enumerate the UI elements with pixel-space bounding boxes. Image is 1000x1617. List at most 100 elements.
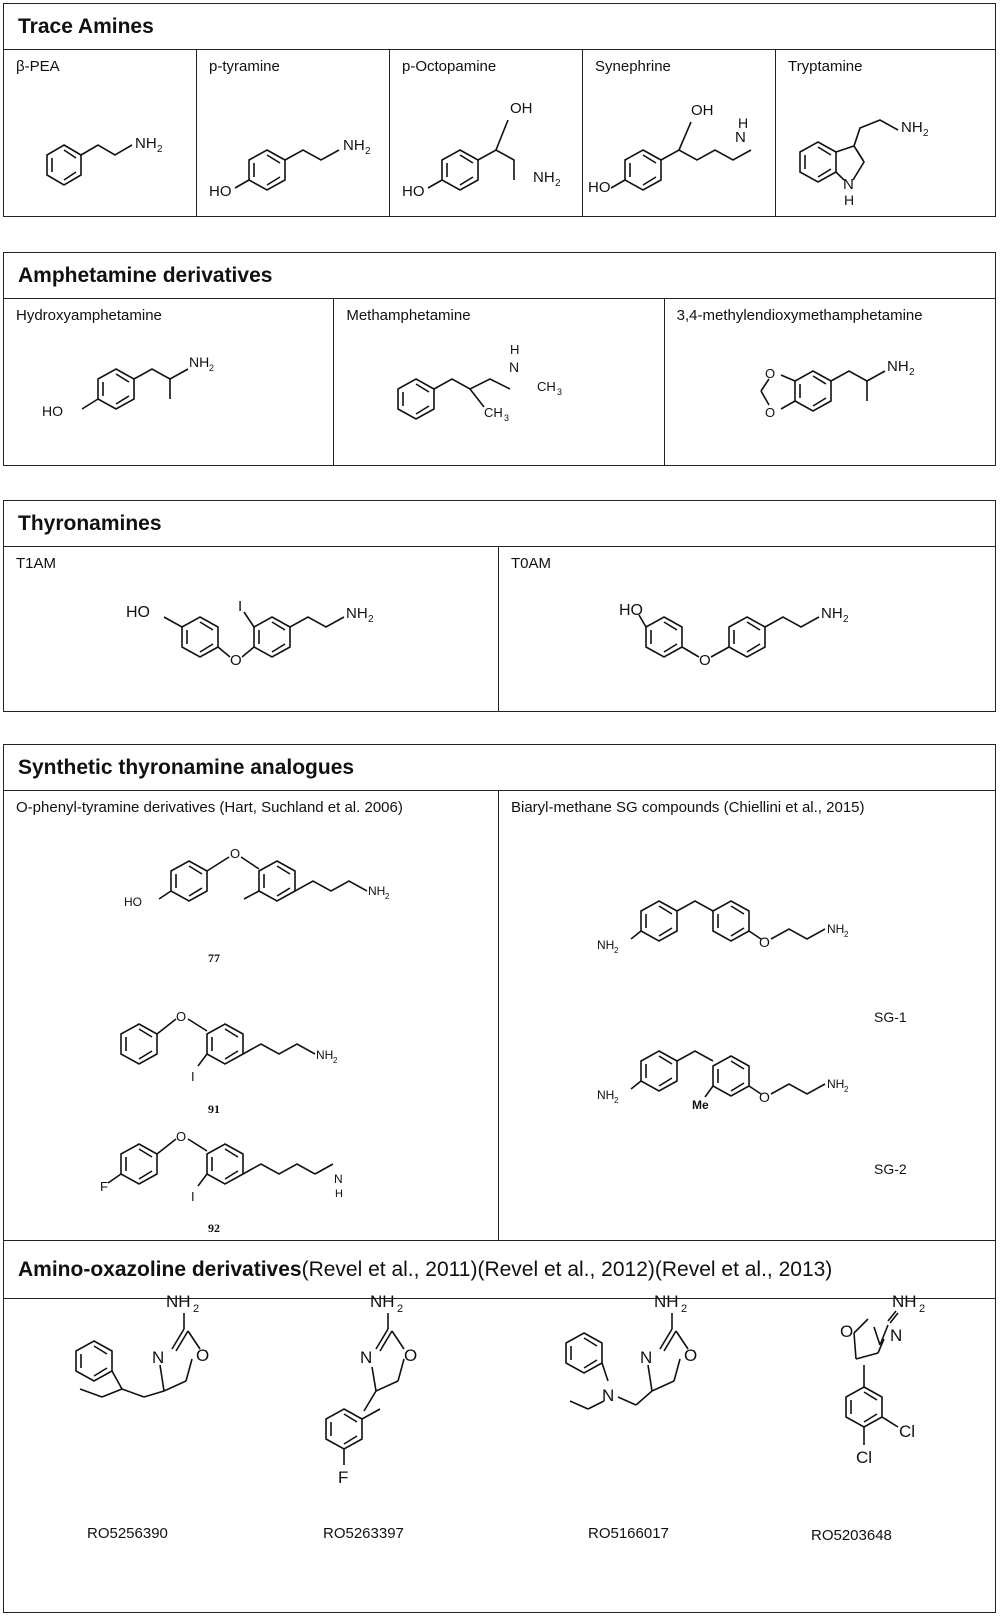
svg-text:CH: CH bbox=[537, 379, 556, 394]
svg-text:2: 2 bbox=[333, 1056, 338, 1065]
svg-text:NH: NH bbox=[597, 1088, 614, 1102]
svg-text:HO: HO bbox=[126, 604, 150, 621]
cell-biaryl-methane: Biaryl-methane SG compounds (Chiellini e… bbox=[499, 791, 995, 1245]
svg-text:O: O bbox=[176, 1129, 186, 1144]
svg-text:HO: HO bbox=[209, 183, 232, 200]
cell-t1am: T1AM HO O I NH 2 bbox=[4, 547, 499, 711]
svg-text:NH: NH bbox=[343, 137, 365, 154]
svg-text:N: N bbox=[509, 359, 519, 375]
cell-tryptamine: Tryptamine N H NH 2 bbox=[776, 50, 970, 216]
ro5263397-structure: N O NH 2 F bbox=[325, 1292, 417, 1487]
svg-text:N: N bbox=[602, 1386, 614, 1405]
svg-text:N: N bbox=[843, 176, 854, 193]
svg-text:NH: NH bbox=[189, 354, 209, 370]
svg-text:HO: HO bbox=[588, 179, 611, 196]
svg-text:2: 2 bbox=[923, 128, 929, 139]
svg-text:2: 2 bbox=[681, 1303, 687, 1315]
svg-text:2: 2 bbox=[193, 1303, 199, 1315]
svg-text:I: I bbox=[191, 1069, 195, 1084]
svg-text:H: H bbox=[510, 342, 519, 357]
svg-text:F: F bbox=[100, 1179, 108, 1194]
amphetamine-section: Amphetamine derivatives Hydroxyamphetami… bbox=[3, 252, 996, 466]
sg1-structure: NH 2 O NH 2 bbox=[597, 900, 849, 955]
svg-text:HO: HO bbox=[42, 403, 63, 419]
ro5166017-structure: N N O NH 2 bbox=[565, 1292, 697, 1410]
svg-text:2: 2 bbox=[843, 614, 849, 625]
section-title: Synthetic thyronamine analogues bbox=[4, 745, 995, 791]
svg-text:NH: NH bbox=[901, 119, 923, 136]
svg-text:F: F bbox=[338, 1468, 348, 1487]
svg-text:NH: NH bbox=[887, 358, 909, 375]
compound-91-structure: O I NH 2 bbox=[120, 1009, 338, 1084]
svg-text:O: O bbox=[404, 1346, 417, 1365]
cell-mdma: 3,4-methylendioxymethamphetamine O O NH … bbox=[665, 299, 995, 465]
svg-text:O: O bbox=[230, 846, 240, 861]
svg-text:O: O bbox=[759, 934, 770, 950]
section-title: Amphetamine derivatives bbox=[4, 253, 995, 299]
svg-text:NH: NH bbox=[654, 1292, 679, 1311]
svg-text:I: I bbox=[191, 1189, 195, 1204]
svg-text:N: N bbox=[735, 129, 746, 146]
svg-text:Cl: Cl bbox=[899, 1422, 915, 1441]
svg-text:HO: HO bbox=[124, 895, 142, 909]
methamphetamine-structure: H N CH 3 CH 3 bbox=[397, 342, 562, 423]
svg-text:2: 2 bbox=[209, 363, 214, 373]
section-title: Amino-oxazoline derivatives (Revel et al… bbox=[4, 1241, 995, 1299]
svg-text:H: H bbox=[844, 192, 854, 208]
cell-o-phenyl-tyramine: O-phenyl-tyramine derivatives (Hart, Suc… bbox=[4, 791, 499, 1245]
ro5203648-structure: O N NH 2 Cl Cl bbox=[840, 1292, 925, 1467]
compound-code: RO5256390 bbox=[87, 1525, 168, 1542]
section-title: Thyronamines bbox=[4, 501, 995, 547]
compound-label: T0AM bbox=[511, 555, 552, 572]
svg-text:O: O bbox=[230, 652, 242, 669]
compound-code: RO5263397 bbox=[323, 1525, 404, 1542]
compound-label: Hydroxyamphetamine bbox=[16, 307, 162, 324]
svg-text:OH: OH bbox=[510, 100, 533, 117]
svg-text:NH: NH bbox=[827, 922, 844, 936]
svg-text:OH: OH bbox=[691, 102, 714, 119]
svg-text:2: 2 bbox=[844, 1085, 849, 1094]
sg2-structure: NH 2 Me O NH 2 bbox=[597, 1050, 849, 1112]
ro5256390-structure: N O NH 2 bbox=[75, 1292, 209, 1398]
section-title: Trace Amines bbox=[4, 4, 995, 50]
svg-text:O: O bbox=[840, 1322, 853, 1341]
svg-text:2: 2 bbox=[157, 144, 163, 155]
cell-beta-pea: β-PEA NH 2 bbox=[4, 50, 197, 216]
svg-text:NH: NH bbox=[597, 938, 614, 952]
trace-amines-section: Trace Amines β-PEA NH 2 p-tyramine HO NH bbox=[3, 3, 996, 217]
svg-text:NH: NH bbox=[892, 1292, 917, 1311]
section-citation: (Revel et al., 2011)(Revel et al., 2012)… bbox=[301, 1257, 833, 1281]
svg-text:2: 2 bbox=[397, 1303, 403, 1315]
svg-text:2: 2 bbox=[614, 946, 619, 955]
compound-77-structure: HO O NH 2 bbox=[124, 846, 390, 909]
compound-number: 77 bbox=[208, 951, 220, 965]
svg-text:NH: NH bbox=[821, 605, 843, 622]
svg-text:HO: HO bbox=[619, 602, 643, 619]
sg2-label: SG-2 bbox=[874, 1161, 907, 1177]
cell-p-octopamine: p-Octopamine HO OH NH 2 bbox=[390, 50, 583, 216]
svg-text:2: 2 bbox=[909, 367, 915, 378]
svg-text:O: O bbox=[759, 1089, 770, 1105]
svg-text:NH: NH bbox=[135, 135, 157, 152]
compound-label: T1AM bbox=[16, 555, 57, 572]
compound-number: 91 bbox=[208, 1102, 220, 1116]
svg-text:NH: NH bbox=[370, 1292, 395, 1311]
p-tyramine-structure: HO NH 2 bbox=[209, 137, 371, 200]
svg-text:HO: HO bbox=[402, 183, 425, 200]
mdma-structure: O O NH 2 bbox=[759, 358, 915, 420]
cell-t0am: T0AM HO O NH 2 bbox=[499, 547, 995, 711]
sg1-label: SG-1 bbox=[874, 1009, 907, 1025]
compound-number: 92 bbox=[208, 1221, 220, 1235]
compound-label: 3,4-methylendioxymethamphetamine bbox=[676, 307, 923, 324]
group-label: Biaryl-methane SG compounds (Chiellini e… bbox=[511, 799, 865, 816]
svg-text:NH: NH bbox=[346, 605, 368, 622]
svg-text:N: N bbox=[890, 1326, 902, 1345]
compound-label: p-Octopamine bbox=[402, 58, 497, 75]
svg-text:NH: NH bbox=[316, 1048, 333, 1062]
svg-text:Cl: Cl bbox=[856, 1448, 872, 1467]
compound-label: Synephrine bbox=[595, 58, 671, 75]
svg-text:3: 3 bbox=[504, 413, 509, 423]
group-label: O-phenyl-tyramine derivatives (Hart, Suc… bbox=[16, 799, 403, 816]
svg-text:N: N bbox=[640, 1348, 652, 1367]
cell-methamphetamine: Methamphetamine H N CH 3 CH 3 bbox=[334, 299, 665, 465]
